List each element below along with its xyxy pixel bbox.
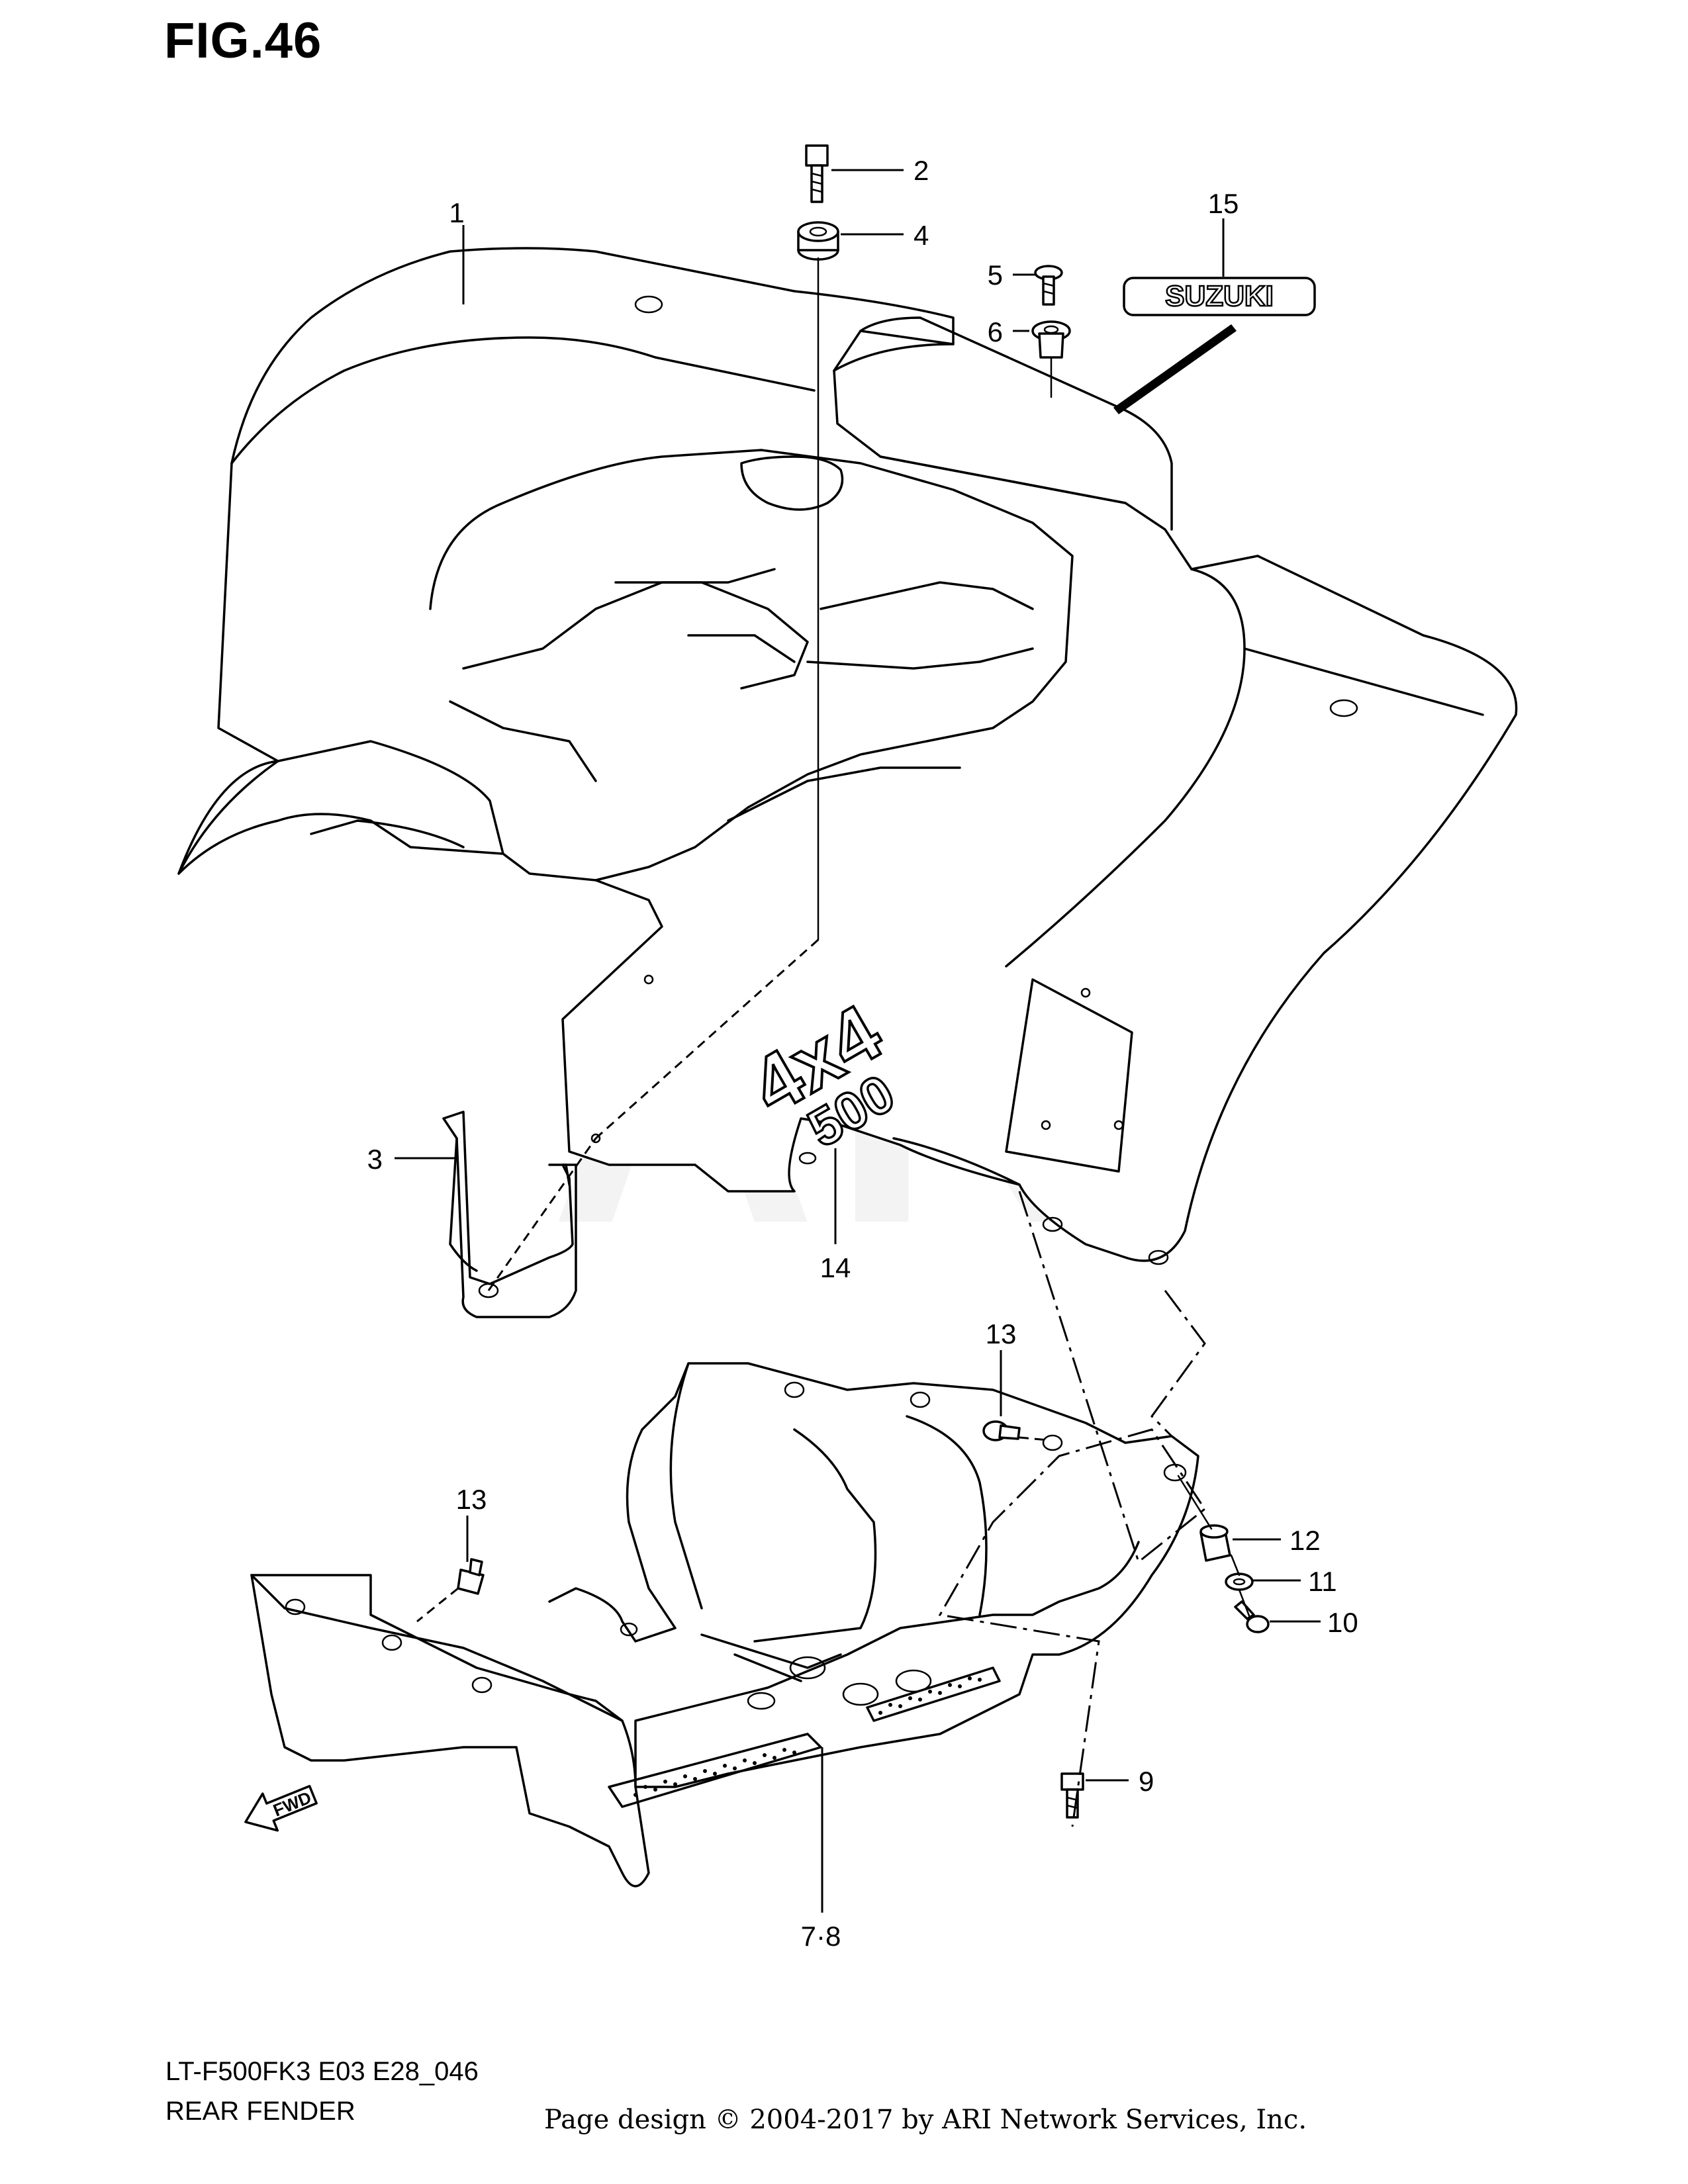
decal-pointer-icon: [1113, 324, 1237, 414]
callout-10: 10: [1327, 1607, 1358, 1638]
callout-9: 9: [1139, 1766, 1154, 1797]
grommet-4-part[interactable]: [797, 221, 839, 261]
callout-1: 1: [449, 197, 464, 228]
screw-10-part[interactable]: [1234, 1600, 1270, 1633]
callout-12: 12: [1289, 1525, 1321, 1556]
assembly-lines: [416, 257, 1251, 1827]
bolt-9-part[interactable]: [1060, 1772, 1084, 1819]
callout-7-8: 7·8: [801, 1921, 841, 1952]
bolt-2-part[interactable]: [805, 144, 829, 203]
figure-title: FIG.46: [164, 13, 322, 69]
bolt-13-upper-part[interactable]: [982, 1420, 1021, 1441]
callout-13-upper: 13: [986, 1318, 1017, 1349]
bracket-part[interactable]: [442, 1111, 577, 1318]
callout-11: 11: [1308, 1566, 1337, 1597]
callout-14: 14: [820, 1252, 851, 1283]
collar-6-part[interactable]: [1031, 320, 1071, 359]
callout-3: 3: [367, 1144, 383, 1175]
perforation-dots: [633, 1676, 982, 1797]
suzuki-decal-part[interactable]: SUZUKI: [1113, 277, 1316, 414]
callout-2: 2: [914, 155, 929, 186]
rear-fender-part[interactable]: [177, 247, 1518, 1265]
callout-6: 6: [988, 316, 1003, 347]
bolt-13-lower-part[interactable]: [457, 1558, 485, 1595]
callout-leaders: [395, 169, 1321, 1913]
footrest-part[interactable]: [250, 1362, 1199, 1888]
callout-4: 4: [914, 220, 929, 251]
copyright-notice: Page design © 2004-2017 by ARI Network S…: [544, 2105, 1307, 2135]
section-name: REAR FENDER: [165, 2097, 355, 2126]
callout-5: 5: [988, 259, 1003, 291]
screw-5-part[interactable]: [1034, 265, 1063, 306]
model-code: LT-F500FK3 E03 E28_046: [165, 2057, 479, 2086]
suzuki-text: SUZUKI: [1165, 280, 1274, 312]
fwd-arrow-icon: FWD: [244, 1785, 318, 1832]
collar-12-part[interactable]: [1199, 1524, 1231, 1562]
callout-15: 15: [1208, 188, 1239, 219]
callout-13-lower: 13: [456, 1484, 487, 1515]
callout-labels: 1 2 3 4 5 6 7·8 9 10 11 12 13 13 14 15: [367, 155, 1358, 1952]
washer-11-part[interactable]: [1225, 1572, 1254, 1591]
